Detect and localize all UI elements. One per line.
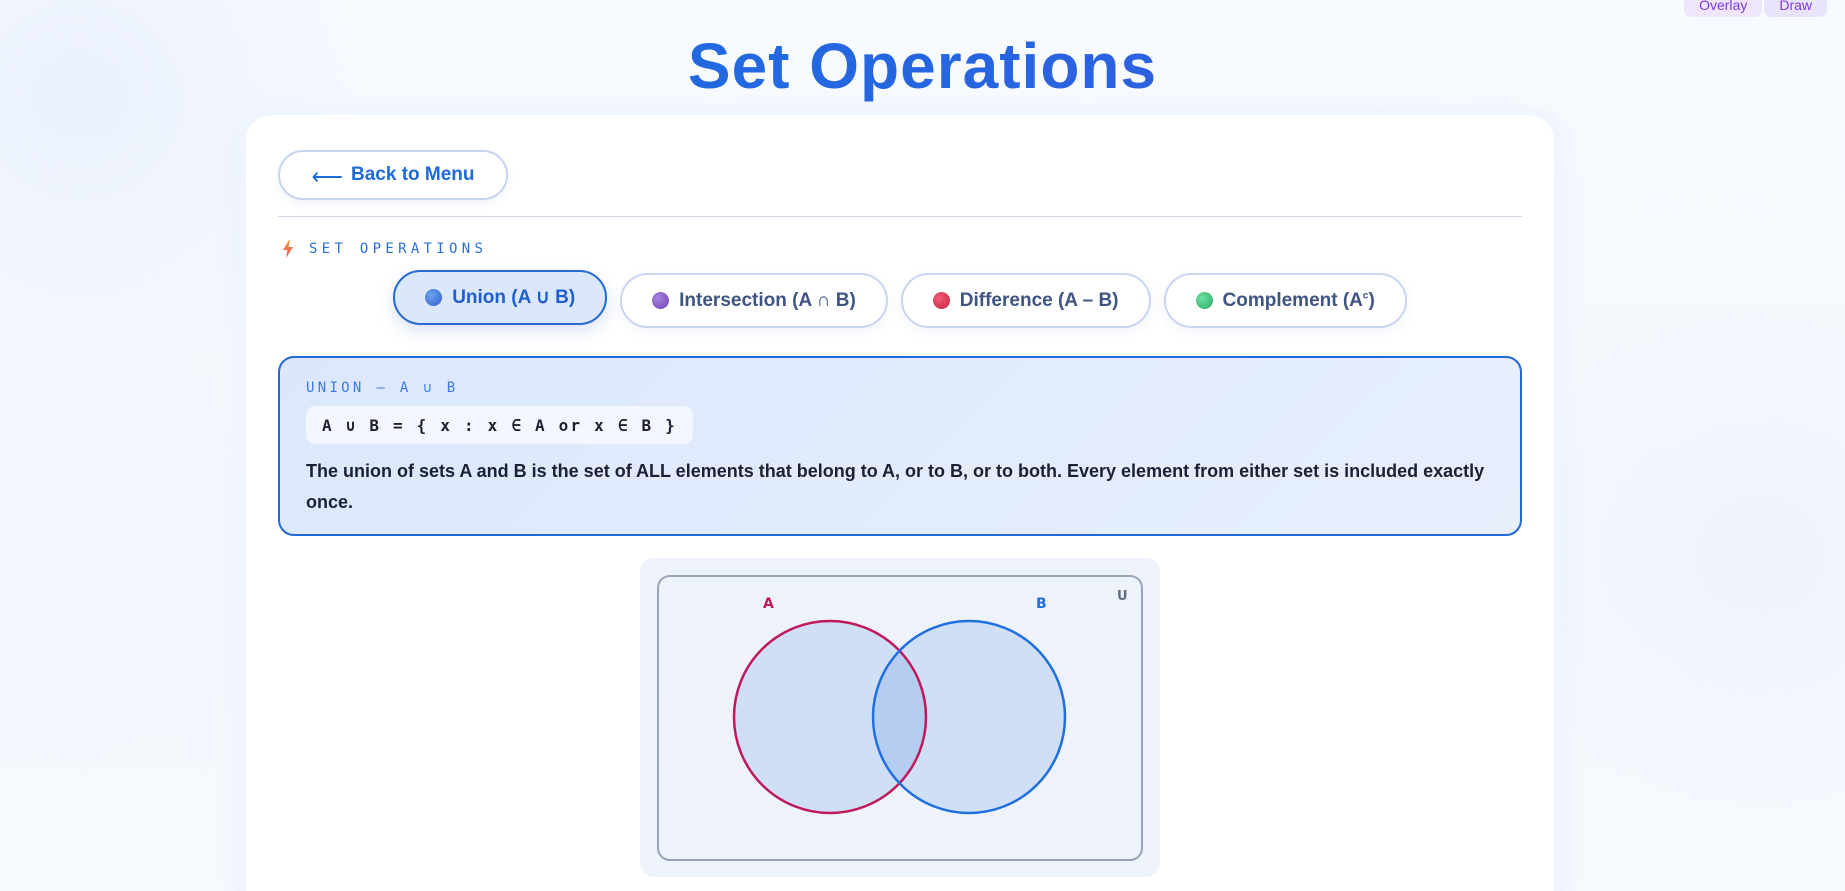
tab-label: Difference (A – B) [959, 289, 1119, 311]
tab-complement[interactable]: Complement (Ac) [1163, 273, 1407, 328]
main-card: ⟵ Back to Menu SET OPERATIONS Union (A ∪… [246, 115, 1554, 891]
operation-kicker: UNION — A ∪ B [306, 380, 459, 396]
tab-label: Complement (Ac) [1222, 289, 1375, 311]
section-heading: SET OPERATIONS [282, 240, 487, 258]
tab-difference[interactable]: Difference (A – B) [900, 273, 1151, 328]
tab-label: Union (A ∪ B) [452, 287, 576, 308]
top-toolbar: Overlay Draw [1684, 0, 1827, 17]
operation-info-panel: UNION — A ∪ B A ∪ B = { x : x ∈ A or x ∈… [278, 356, 1522, 536]
set-a-circle[interactable] [732, 619, 928, 815]
set-builder-formula: A ∪ B = { x : x ∈ A or x ∈ B } [306, 406, 693, 444]
set-b-label: B [1036, 596, 1047, 612]
venn-diagram-panel: A B U [640, 558, 1160, 877]
tab-intersection[interactable]: Intersection (A ∩ B) [620, 273, 888, 328]
draw-button[interactable]: Draw [1764, 0, 1827, 17]
union-dot-icon [425, 289, 443, 306]
difference-dot-icon [932, 292, 950, 309]
universe-label: U [1117, 589, 1128, 604]
tab-union[interactable]: Union (A ∪ B) [393, 270, 608, 325]
operation-tabs: Union (A ∪ B) Intersection (A ∩ B) Diffe… [246, 270, 1554, 328]
intersection-dot-icon [652, 292, 670, 309]
set-b-circle[interactable] [871, 619, 1067, 815]
lightning-bolt-icon [283, 240, 293, 258]
set-b-fill [873, 621, 1065, 813]
back-to-menu-button[interactable]: ⟵ Back to Menu [278, 150, 508, 200]
complement-dot-icon [1195, 292, 1213, 309]
tab-label: Intersection (A ∩ B) [679, 289, 856, 311]
set-a-label: A [763, 596, 774, 612]
operation-description: The union of sets A and B is the set of … [306, 461, 1485, 512]
divider [278, 216, 1522, 217]
page-title: Set Operations [0, 28, 1845, 104]
venn-diagram: A B U [657, 575, 1143, 861]
back-button-label: Back to Menu [351, 164, 475, 185]
section-label: SET OPERATIONS [309, 241, 488, 257]
set-a-fill [734, 621, 926, 813]
arrow-left-icon: ⟵ [311, 164, 343, 189]
overlay-button[interactable]: Overlay [1684, 0, 1763, 17]
